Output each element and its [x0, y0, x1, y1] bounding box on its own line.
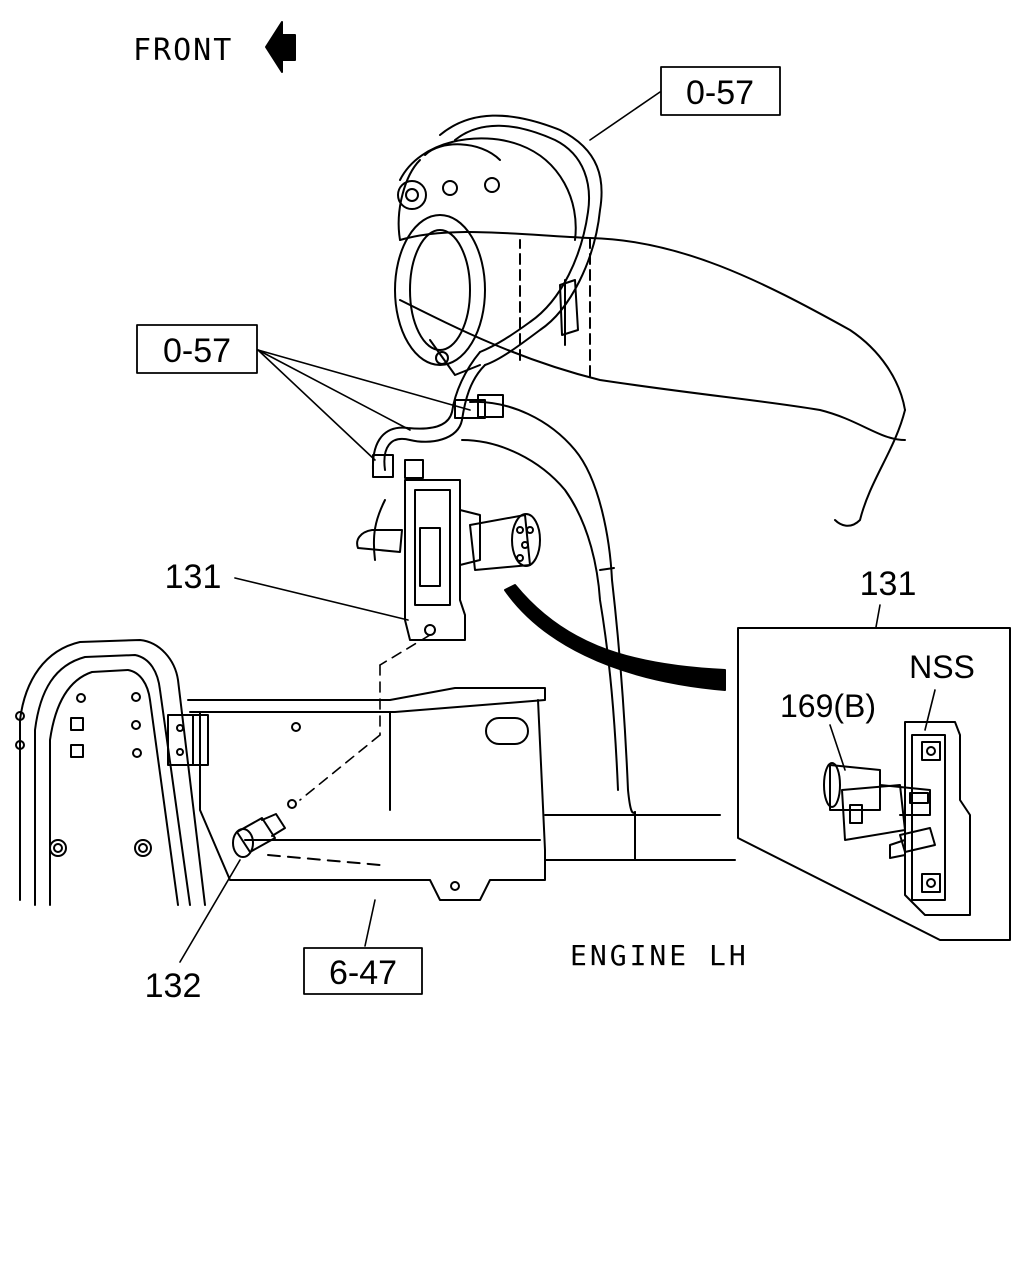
ref-bottom-text: 6-47: [329, 954, 397, 992]
front-label: FRONT: [133, 33, 233, 68]
mounting-plate: [187, 687, 736, 901]
leader-lines: [179, 91, 936, 963]
ref-label-clips: 0-57: [136, 324, 258, 374]
solenoid-bracket: [356, 479, 481, 641]
detail-inset: [737, 627, 1011, 941]
solenoid-valve: [469, 513, 541, 571]
vacuum-hose: [371, 114, 636, 814]
inset-131-label: 131: [860, 565, 917, 603]
intake-tube: [399, 230, 906, 527]
nss-label: NSS: [909, 649, 975, 685]
detail-pointer: [504, 584, 726, 691]
sensor-housing: [394, 137, 577, 376]
part-169b-label: 169(B): [780, 688, 876, 724]
part-131-label: 131: [165, 558, 222, 596]
front-arrow-icon: [265, 21, 296, 73]
part-132-label: 132: [145, 967, 202, 1005]
bolt: [232, 813, 286, 858]
ref-clips-text: 0-57: [163, 332, 231, 370]
ref-label-bottom: 6-47: [303, 947, 423, 995]
ref-top-text: 0-57: [686, 74, 754, 112]
inset-bracket: [904, 721, 971, 916]
ref-label-top: 0-57: [660, 66, 781, 116]
frame-panel: [15, 639, 209, 906]
hose-clips: [372, 279, 579, 479]
assembly-dashline: [299, 634, 431, 801]
engine-lh-label: ENGINE LH: [570, 939, 749, 972]
inset-solenoid: [823, 762, 936, 859]
